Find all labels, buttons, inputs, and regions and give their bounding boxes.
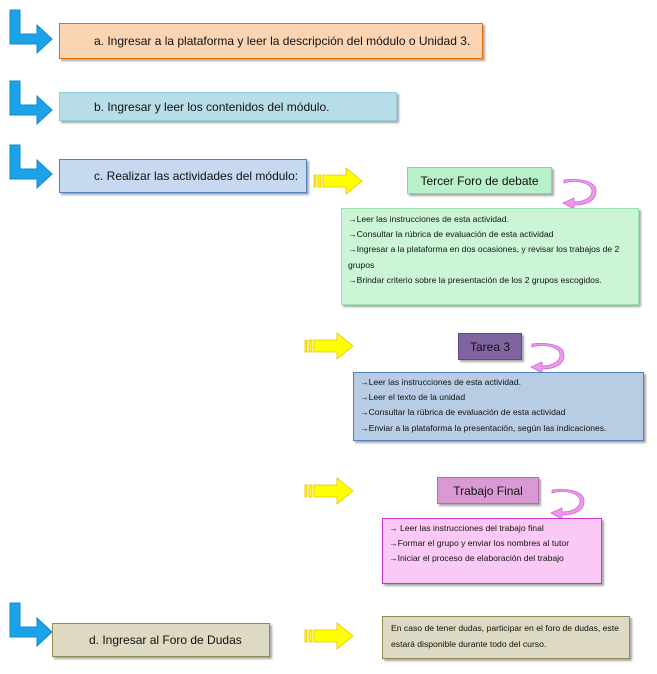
- list-item: →Consultar la rúbrica de evaluación de e…: [348, 229, 554, 240]
- tarea-title: Tarea 3: [458, 333, 522, 360]
- final-list: → Leer las instrucciones del trabajo fin…: [382, 518, 602, 584]
- step-a-text: a. Ingresar a la plataforma y leer la de…: [94, 34, 471, 48]
- curved-arrow-icon: [530, 342, 565, 374]
- dudas-note-text: En caso de tener dudas, participar en el…: [391, 623, 619, 649]
- step-d-box: d. Ingresar al Foro de Dudas: [52, 623, 270, 657]
- step-c-box: c. Realizar las actividades del módulo:: [59, 159, 307, 193]
- step-b-text: b. Ingresar y leer los contenidos del mó…: [94, 99, 330, 114]
- foro-list: →Leer las instrucciones de esta activida…: [341, 208, 639, 305]
- list-item: →Brindar criterio sobre la presentación …: [348, 274, 602, 285]
- step-a-box: a. Ingresar a la plataforma y leer la de…: [59, 23, 483, 59]
- yellow-arrow-icon: [313, 167, 363, 195]
- step-c-text: c. Realizar las actividades del módulo:: [94, 169, 299, 183]
- curved-arrow-icon: [550, 488, 585, 520]
- list-item: →Leer las instrucciones de esta activida…: [348, 214, 509, 224]
- dudas-note: En caso de tener dudas, participar en el…: [382, 616, 630, 659]
- list-item: →Ingresar a la plataforma en dos ocasion…: [348, 244, 620, 270]
- curved-arrow-icon: [562, 178, 597, 210]
- bent-arrow-icon: [9, 80, 53, 126]
- step-d-text: d. Ingresar al Foro de Dudas: [89, 633, 242, 647]
- list-item: →Leer el texto de la unidad: [360, 392, 466, 403]
- yellow-arrow-icon: [304, 622, 354, 650]
- list-item: → Leer las instrucciones del trabajo fin…: [389, 523, 544, 533]
- yellow-arrow-icon: [304, 477, 354, 505]
- bent-arrow-icon: [9, 9, 53, 55]
- list-item: →Consultar la rúbrica de evaluación de e…: [360, 407, 566, 418]
- final-title: Trabajo Final: [437, 477, 539, 504]
- bent-arrow-icon: [9, 144, 53, 190]
- foro-title: Tercer Foro de debate: [407, 167, 552, 194]
- list-item: →Formar el grupo y enviar los nombres al…: [389, 538, 570, 549]
- list-item: →Iniciar el proceso de elaboración del t…: [389, 553, 564, 564]
- tarea-list: →Leer las instrucciones de esta activida…: [353, 372, 644, 441]
- list-item: →Enviar a la plataforma la presentación,…: [360, 422, 607, 433]
- yellow-arrow-icon: [304, 332, 354, 360]
- bent-arrow-icon: [9, 602, 53, 648]
- step-b-box: b. Ingresar y leer los contenidos del mó…: [59, 92, 397, 121]
- list-item: →Leer las instrucciones de esta activida…: [360, 377, 521, 387]
